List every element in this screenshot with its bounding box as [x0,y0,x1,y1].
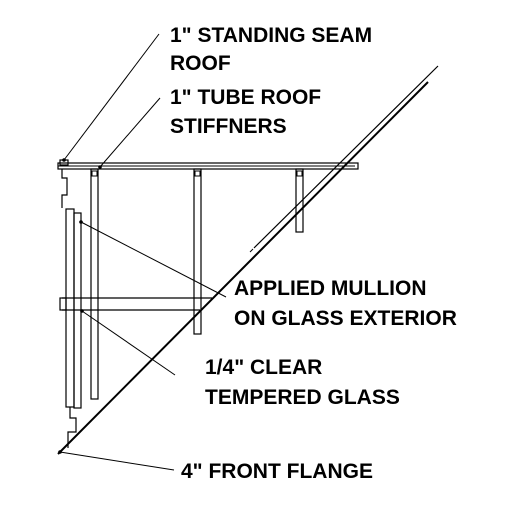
leader-applied-mullion [80,221,227,298]
label-tube-roof-line1: 1" TUBE ROOF [170,86,321,109]
stiffener-cap-3 [296,170,303,177]
leader-standing-seam-roof [63,33,160,161]
label-applied-mullion-line2: ON GLASS EXTERIOR [234,307,457,330]
label-standing-seam-roof-line2: ROOF [170,52,231,75]
leader-dot-mullion [79,220,83,224]
fascia-top-profile [61,169,68,208]
leader-dot-flange [58,450,62,454]
leader-tube-roof-stiffeners [99,97,161,168]
tube-roof-stiffeners [90,168,304,400]
leader-front-flange [59,451,175,471]
leader-dot-glass [80,309,84,313]
label-clear-glass-line1: 1/4" CLEAR [205,356,322,379]
stiffener-post-2 [193,168,202,335]
sloped-glass-edge [253,65,439,249]
front-flange-profile [67,407,77,448]
stiffener-cap-1 [91,170,98,177]
sloped-glass-line [57,81,429,455]
label-clear-glass-line2: TEMPERED GLASS [205,386,400,409]
leader-lines [58,33,227,471]
stiffener-cap-2 [194,170,201,177]
sloped-glazing [57,65,439,455]
mullion-clip [59,297,67,311]
stiffener-post-3 [295,168,304,233]
leader-dot-stiffeners [98,165,102,169]
leader-clear-glass [81,310,176,376]
label-tube-roof-line2: STIFFNERS [170,115,287,138]
roof-top [57,159,359,170]
applied-mullion [65,208,75,408]
callout-labels: 1" STANDING SEAM ROOF 1" TUBE ROOF STIFF… [170,24,457,483]
glass-edge-tick [249,248,254,253]
label-applied-mullion-line1: APPLIED MULLION [234,277,427,300]
label-front-flange: 4" FRONT FLANGE [181,460,373,483]
label-standing-seam-roof-line1: 1" STANDING SEAM [170,24,372,47]
front-fascia [59,169,82,448]
horizontal-transom [62,297,212,311]
leader-dot-roof [62,158,66,162]
stiffener-post-1 [90,168,99,400]
